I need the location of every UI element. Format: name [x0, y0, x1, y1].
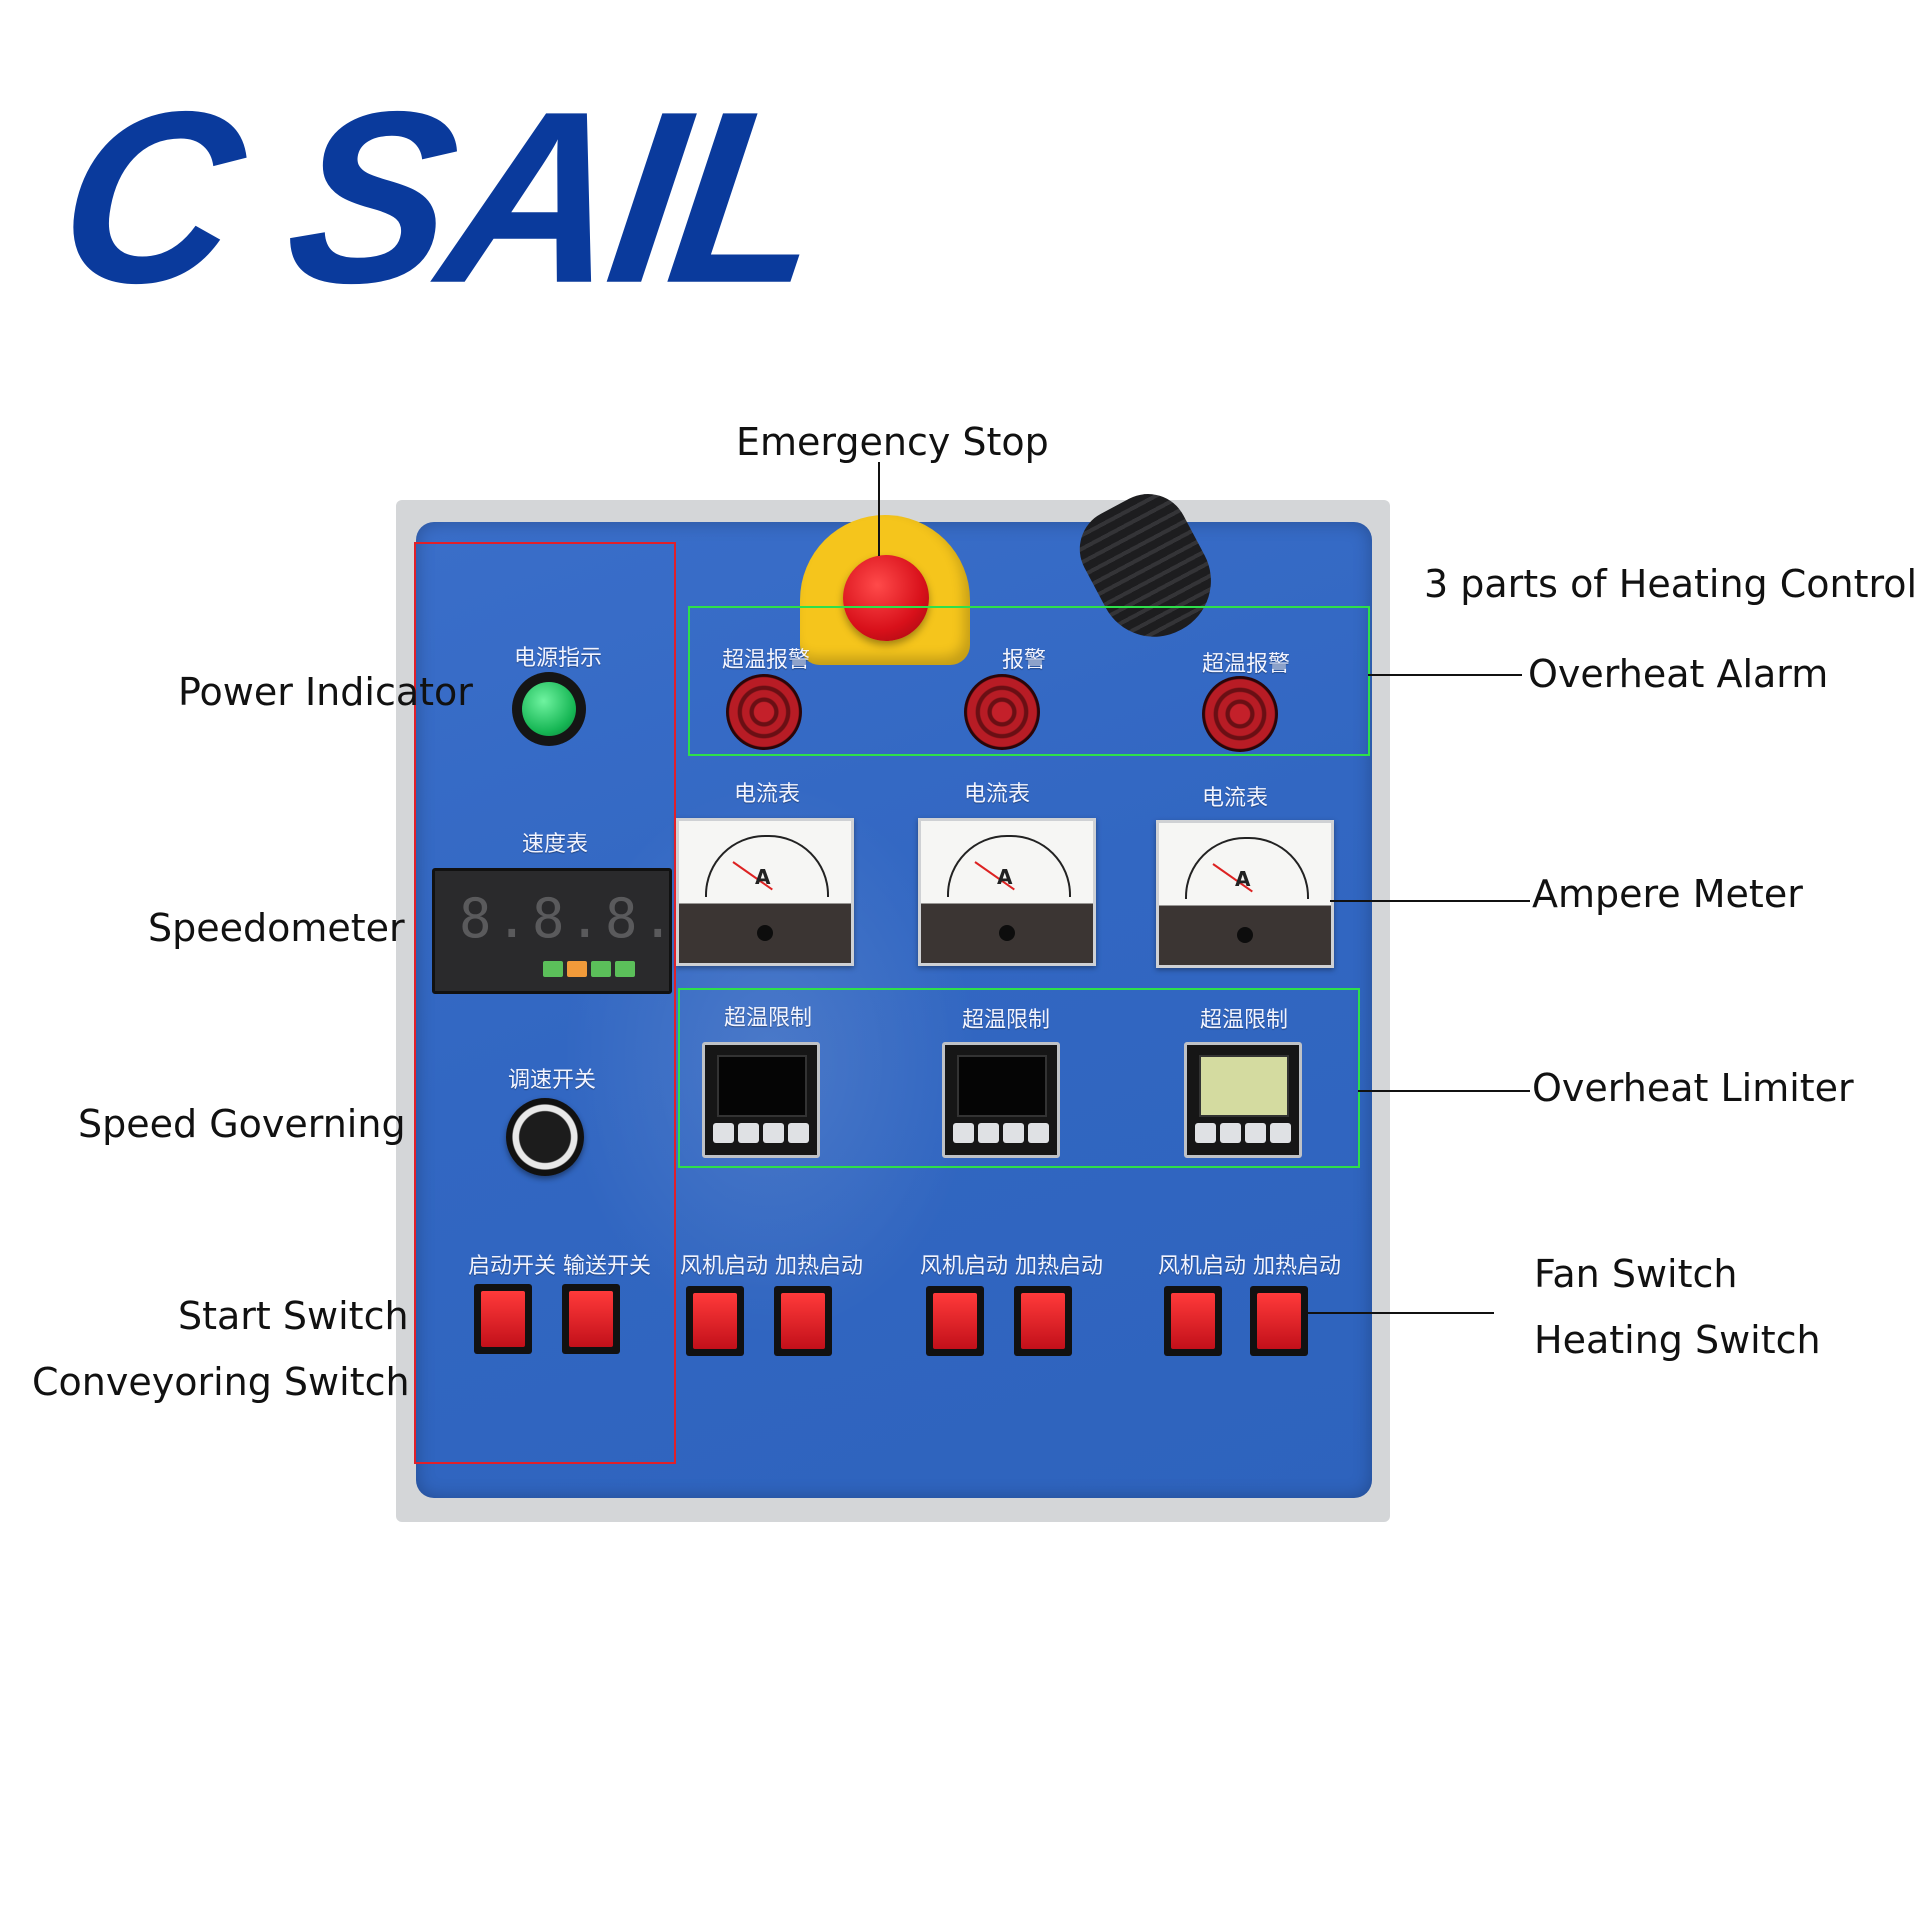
- left-controls-highlight: [414, 542, 676, 1464]
- ampere-meter-3: A: [1156, 820, 1334, 968]
- meter-zero-knob: [999, 925, 1015, 941]
- speedometer-digits: 8.8.8.8: [459, 887, 715, 950]
- overheat-limiter-2: [942, 1042, 1060, 1158]
- limiter-key[interactable]: [978, 1123, 999, 1143]
- limiter-key[interactable]: [1195, 1123, 1216, 1143]
- label-power-indicator: Power Indicator: [178, 670, 473, 714]
- speedometer-key[interactable]: [591, 961, 611, 977]
- speedometer-key[interactable]: [567, 961, 587, 977]
- limiter-caption-2: 超温限制: [962, 1008, 1051, 1033]
- ammeter-caption-1: 电流表: [734, 782, 801, 807]
- limiter-caption-1: 超温限制: [724, 1006, 813, 1031]
- label-overheat-alarm: Overheat Alarm: [1528, 652, 1829, 696]
- label-emergency-stop: Emergency Stop: [736, 420, 1049, 464]
- leader-emergency-stop: [878, 462, 880, 556]
- heating-switch-2[interactable]: [1014, 1286, 1072, 1356]
- power-indicator-light: [512, 672, 586, 746]
- start-switch[interactable]: [474, 1284, 532, 1354]
- label-speed-governing: Speed Governing: [78, 1102, 406, 1146]
- fan-switch-2[interactable]: [926, 1286, 984, 1356]
- meter-zero-knob: [757, 925, 773, 941]
- limiter-key[interactable]: [1028, 1123, 1049, 1143]
- overheat-limiter-1: [702, 1042, 820, 1158]
- leader-overheat-alarm: [1368, 674, 1522, 676]
- overheat-limiter-3: [1184, 1042, 1302, 1158]
- label-overheat-limiter: Overheat Limiter: [1532, 1066, 1854, 1110]
- speed-governing-knob[interactable]: [506, 1098, 584, 1176]
- emergency-stop-button[interactable]: [843, 555, 929, 641]
- conveyoring-switch[interactable]: [562, 1284, 620, 1354]
- csail-logo: C SAIL: [45, 60, 835, 334]
- label-ampere-meter: Ampere Meter: [1532, 872, 1803, 916]
- overheat-limiter-highlight: [678, 988, 1360, 1168]
- limiter-key[interactable]: [1270, 1123, 1291, 1143]
- alarm-caption-1: 超温报警: [722, 648, 811, 673]
- limiter-screen: [957, 1055, 1047, 1117]
- meter-unit-symbol: A: [755, 865, 771, 889]
- speedometer-display: 8.8.8.8: [432, 868, 711, 994]
- limiter-key[interactable]: [1220, 1123, 1241, 1143]
- meter-unit-symbol: A: [1235, 867, 1251, 891]
- leader-ampere-meter: [1330, 900, 1530, 902]
- fan-switch-3[interactable]: [1164, 1286, 1222, 1356]
- limiter-screen: [1199, 1055, 1289, 1117]
- speedometer-key[interactable]: [543, 961, 563, 977]
- overheat-alarm-buzzer-1: [726, 674, 802, 750]
- label-conveyoring-switch: Conveyoring Switch: [32, 1360, 410, 1404]
- start-convey-caption: 启动开关 输送开关: [468, 1254, 651, 1279]
- ampere-meter-1: A: [676, 818, 854, 966]
- overheat-alarm-highlight: [688, 606, 1370, 756]
- limiter-key[interactable]: [1003, 1123, 1024, 1143]
- speedometer-key[interactable]: [615, 961, 635, 977]
- power-indicator-caption: 电源指示: [514, 646, 603, 671]
- alarm-caption-2: 报警: [1002, 648, 1047, 673]
- leader-overheat-limiter: [1358, 1090, 1530, 1092]
- alarm-caption-3: 超温报警: [1202, 652, 1291, 677]
- ammeter-caption-3: 电流表: [1202, 786, 1269, 811]
- fan-switch-1[interactable]: [686, 1286, 744, 1356]
- limiter-key[interactable]: [788, 1123, 809, 1143]
- overheat-alarm-buzzer-2: [964, 674, 1040, 750]
- label-fan-switch: Fan Switch: [1534, 1252, 1738, 1296]
- fanheat-caption-3: 风机启动 加热启动: [1158, 1254, 1341, 1279]
- ampere-meter-2: A: [918, 818, 1096, 966]
- label-speedometer: Speedometer: [148, 906, 405, 950]
- fanheat-caption-2: 风机启动 加热启动: [920, 1254, 1103, 1279]
- leader-fan-heating-switch: [1302, 1312, 1494, 1314]
- speed-switch-caption: 调速开关: [508, 1068, 597, 1093]
- limiter-caption-3: 超温限制: [1200, 1008, 1289, 1033]
- limiter-key[interactable]: [713, 1123, 734, 1143]
- fanheat-caption-1: 风机启动 加热启动: [680, 1254, 863, 1279]
- label-start-switch: Start Switch: [178, 1294, 409, 1338]
- label-heating-control: 3 parts of Heating Control: [1424, 562, 1918, 606]
- speedometer-caption: 速度表: [522, 832, 589, 857]
- limiter-screen: [717, 1055, 807, 1117]
- label-heating-switch: Heating Switch: [1534, 1318, 1821, 1362]
- ammeter-caption-2: 电流表: [964, 782, 1031, 807]
- meter-zero-knob: [1237, 927, 1253, 943]
- meter-unit-symbol: A: [997, 865, 1013, 889]
- limiter-key[interactable]: [763, 1123, 784, 1143]
- limiter-key[interactable]: [1245, 1123, 1266, 1143]
- heating-switch-3[interactable]: [1250, 1286, 1308, 1356]
- heating-switch-1[interactable]: [774, 1286, 832, 1356]
- limiter-key[interactable]: [738, 1123, 759, 1143]
- overheat-alarm-buzzer-3: [1202, 676, 1278, 752]
- limiter-key[interactable]: [953, 1123, 974, 1143]
